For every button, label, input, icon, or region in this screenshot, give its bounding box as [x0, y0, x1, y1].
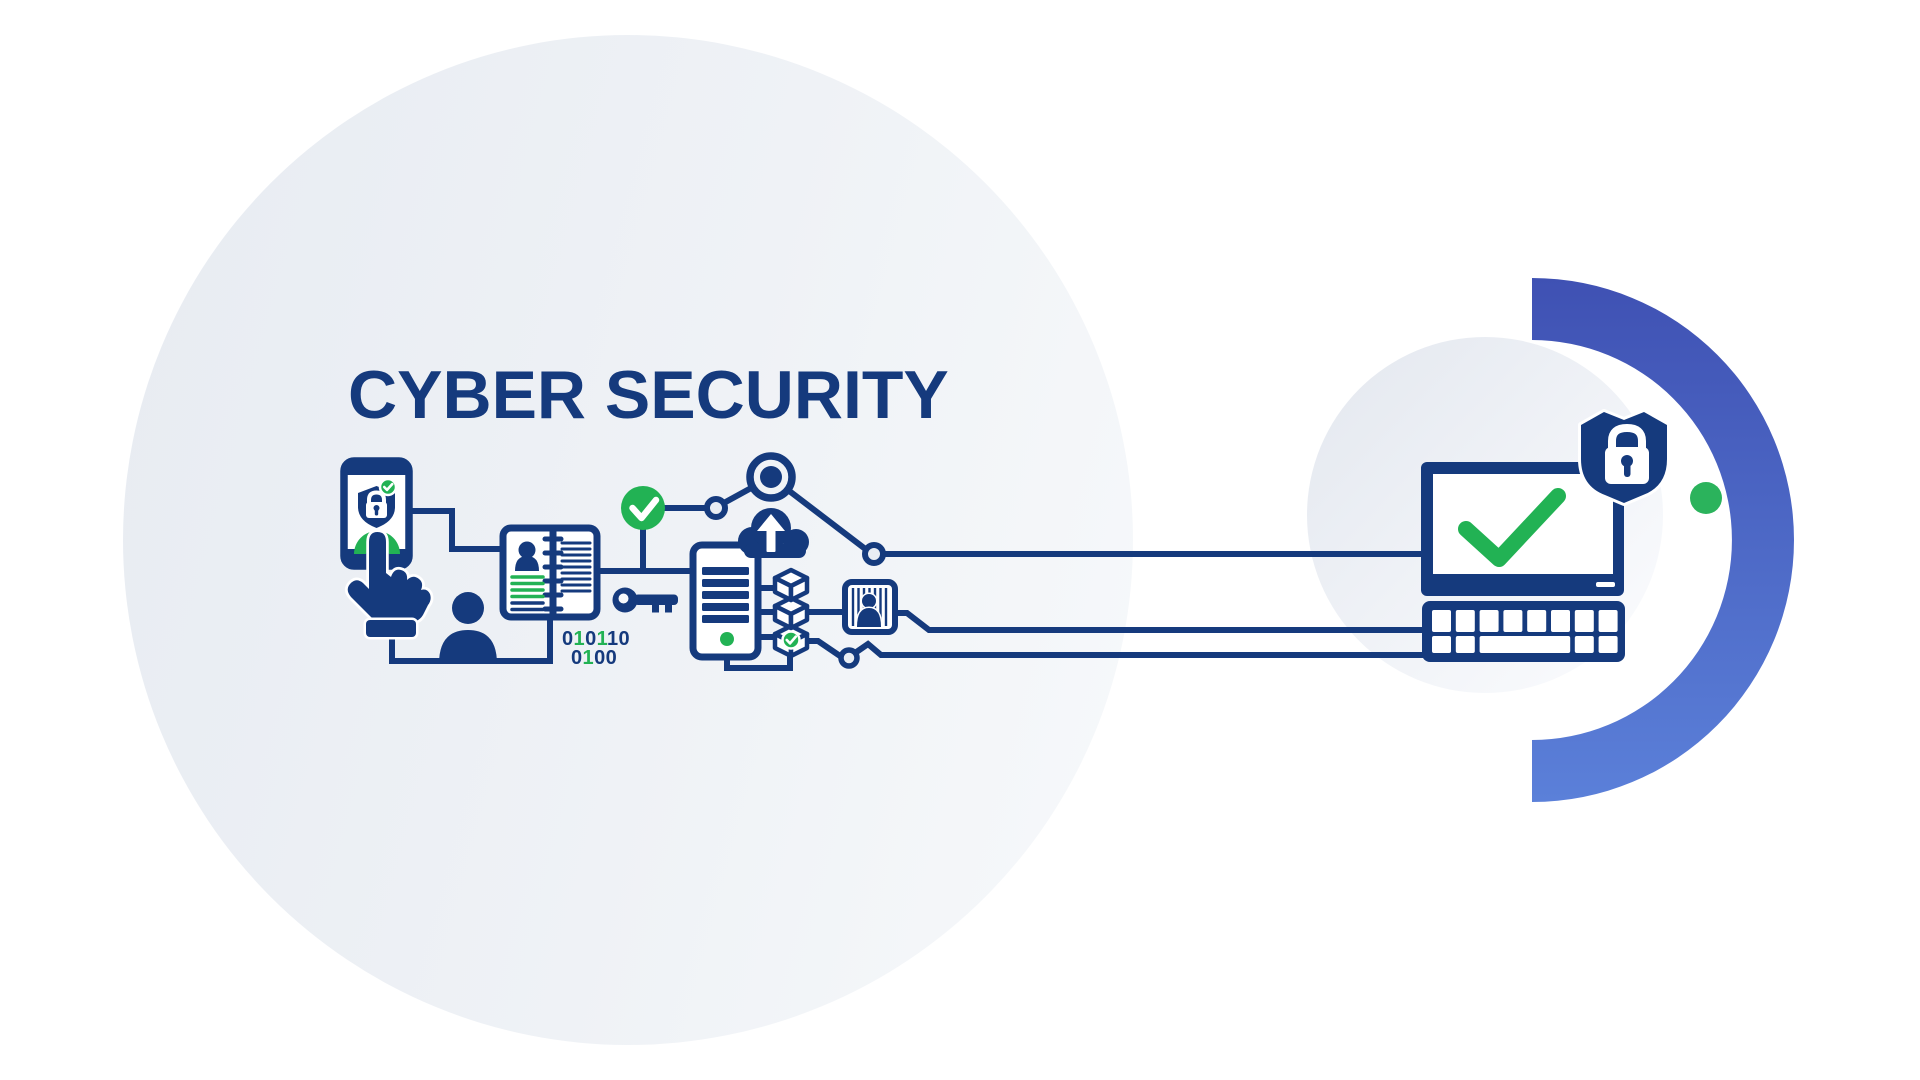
data-blocks-icon	[772, 567, 810, 659]
blue-ring-arc	[1532, 278, 1794, 802]
binary-digits: 00	[594, 647, 618, 669]
user-silhouette-icon	[439, 592, 497, 664]
binary-code-line-2: 0100	[571, 648, 617, 668]
server-icon	[689, 541, 762, 661]
key-icon	[612, 587, 678, 613]
id-book-icon	[499, 524, 601, 621]
left-background-circle	[123, 35, 1133, 1045]
upload-arrow-icon	[757, 514, 785, 531]
cloud-upload-icon	[738, 508, 809, 558]
tap-hand-icon	[345, 529, 434, 640]
lock-icon	[1605, 423, 1649, 484]
status-led	[720, 632, 734, 646]
check-badge-icon	[378, 477, 398, 497]
photo-id-icon	[842, 579, 898, 635]
screen-dash	[1596, 582, 1615, 587]
check-icon	[1458, 488, 1566, 567]
monitor-check-icon	[1421, 462, 1624, 596]
verified-badge-icon	[621, 486, 665, 530]
lock-icon	[366, 490, 387, 518]
network-nodes-icon	[704, 452, 886, 669]
phone-lock-icon	[340, 457, 413, 570]
binary-code-line-1: 010110	[562, 629, 630, 649]
page-title: CYBER SECURITY	[348, 357, 949, 433]
green-dot	[1690, 482, 1722, 514]
binary-digits: 1	[573, 628, 586, 650]
connector-lines	[389, 484, 1431, 671]
binary-digits: 1	[582, 647, 595, 669]
keyboard-icon	[1422, 601, 1625, 662]
binary-digits: 0	[585, 628, 597, 650]
binary-digits: 10	[607, 628, 631, 650]
shield-lock-icon	[1578, 409, 1670, 506]
binary-digits: 0	[571, 647, 583, 669]
spacebar-key	[1479, 636, 1571, 653]
binary-digits: 1	[596, 628, 608, 650]
binary-digits: 0	[562, 628, 574, 650]
